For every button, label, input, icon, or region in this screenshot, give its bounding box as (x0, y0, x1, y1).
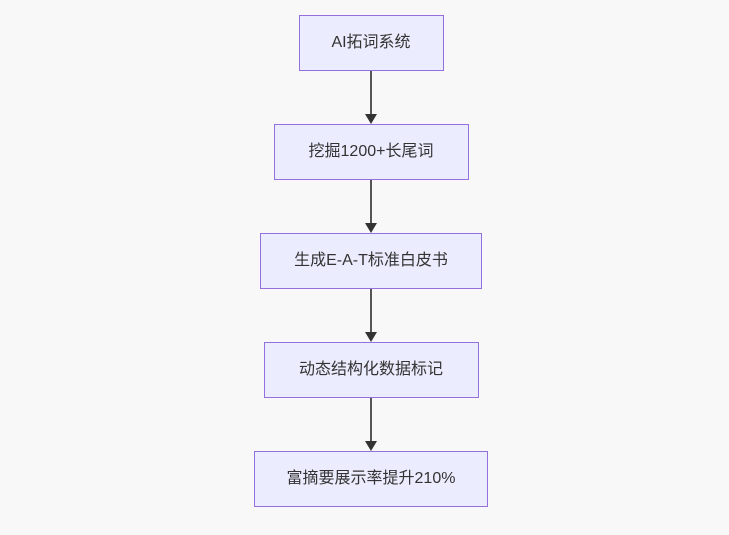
node-label: AI拓词系统 (331, 33, 411, 51)
arrow-down-icon (365, 223, 377, 233)
edge-line (370, 398, 372, 443)
flowchart-column: AI拓词系统 挖掘1200+长尾词 生成E-A-T标准白皮书 动态结构化数据标记 (254, 15, 488, 507)
flowchart-edge-n2-n3 (365, 180, 377, 233)
flowchart-edge-n3-n4 (365, 289, 377, 342)
edge-line (370, 180, 372, 225)
flowchart-node-mine-longtail-keywords: 挖掘1200+长尾词 (273, 124, 469, 180)
flowchart-edge-n1-n2 (365, 71, 377, 124)
node-label: 挖掘1200+长尾词 (308, 142, 434, 160)
flowchart-node-dynamic-structured-data-markup: 动态结构化数据标记 (263, 342, 479, 398)
flowchart-node-rich-snippet-rate-increase: 富摘要展示率提升210% (254, 451, 488, 507)
edge-line (370, 71, 372, 116)
flowchart-node-generate-eat-whitepaper: 生成E-A-T标准白皮书 (260, 233, 482, 289)
node-label: 生成E-A-T标准白皮书 (294, 251, 448, 269)
node-label: 动态结构化数据标记 (298, 360, 443, 378)
flowchart-node-ai-word-expansion-system: AI拓词系统 (298, 15, 444, 71)
edge-line (370, 289, 372, 334)
node-label: 富摘要展示率提升210% (286, 469, 456, 487)
arrow-down-icon (365, 114, 377, 124)
arrow-down-icon (365, 332, 377, 342)
flowchart-edge-n4-n5 (365, 398, 377, 451)
arrow-down-icon (365, 441, 377, 451)
